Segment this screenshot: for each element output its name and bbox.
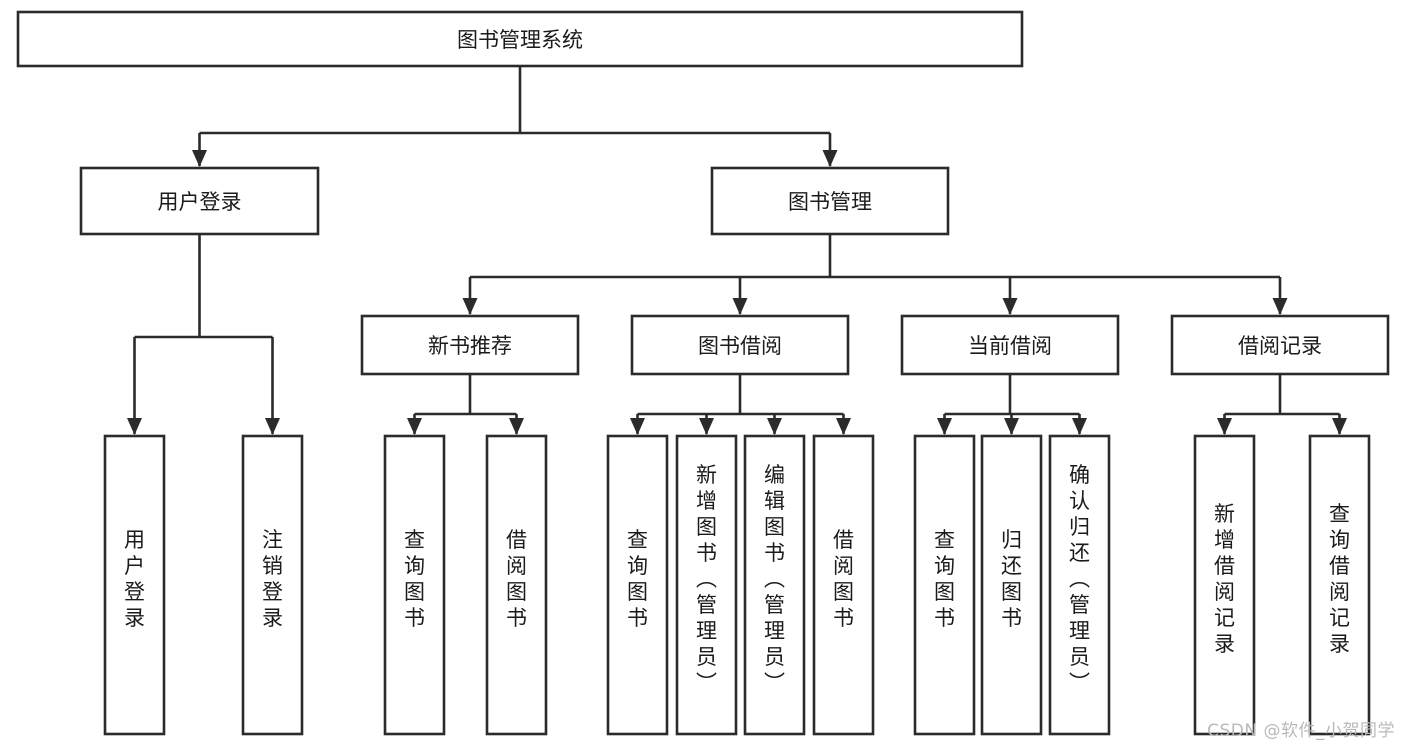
node-label: 查询图书 bbox=[934, 528, 955, 630]
leaf-node-leaf-query-book-borrow[interactable]: 查询图书 bbox=[606, 434, 669, 736]
leaf-node-leaf-logout[interactable]: 注销登录 bbox=[241, 434, 304, 736]
node-box bbox=[1193, 434, 1256, 736]
node-label: 编辑图书︵管理员︶ bbox=[764, 463, 785, 695]
node-label: 新书推荐 bbox=[428, 334, 512, 358]
arrow-head-icon bbox=[822, 150, 838, 167]
node-label: 图书借阅 bbox=[698, 334, 782, 358]
leaf-node-leaf-borrow-book-rec[interactable]: 借阅图书 bbox=[485, 434, 548, 736]
leaf-node-leaf-query-book-rec[interactable]: 查询图书 bbox=[383, 434, 446, 736]
diagram-nodes: 图书管理系统用户登录图书管理新书推荐图书借阅当前借阅借阅记录用户登录注销登录查询… bbox=[16, 10, 1390, 736]
node-box bbox=[103, 434, 166, 736]
node-box bbox=[606, 434, 669, 736]
node-box bbox=[485, 434, 548, 736]
node-box bbox=[812, 434, 875, 736]
branch-node-borrow-records[interactable]: 借阅记录 bbox=[1170, 314, 1390, 376]
arrow-head-icon bbox=[192, 150, 207, 167]
arrow-head-icon bbox=[462, 298, 478, 315]
arrow-head-icon bbox=[407, 418, 422, 435]
arrow-head-icon bbox=[1332, 418, 1347, 435]
node-label: 当前借阅 bbox=[968, 334, 1052, 358]
node-label: 用户登录 bbox=[124, 528, 145, 630]
branch-node-book-management[interactable]: 图书管理 bbox=[710, 166, 950, 236]
node-box bbox=[383, 434, 446, 736]
leaf-node-leaf-user-login[interactable]: 用户登录 bbox=[103, 434, 166, 736]
leaf-node-leaf-add-book-admin[interactable]: 新增图书︵管理员︶ bbox=[675, 434, 738, 736]
arrow-head-icon bbox=[937, 418, 952, 435]
node-label: 借阅图书 bbox=[833, 528, 854, 630]
arrow-head-icon bbox=[836, 418, 851, 435]
node-label: 借阅图书 bbox=[506, 528, 527, 630]
node-box bbox=[79, 166, 320, 236]
node-box bbox=[900, 314, 1120, 376]
arrow-head-icon bbox=[1002, 298, 1018, 315]
node-box bbox=[913, 434, 976, 736]
node-box bbox=[675, 434, 738, 736]
node-label: 注销登录 bbox=[262, 528, 283, 630]
arrow-head-icon bbox=[265, 418, 280, 435]
arrow-head-icon bbox=[1072, 418, 1087, 435]
node-box bbox=[16, 10, 1024, 68]
connector-links bbox=[127, 66, 1347, 435]
branch-node-current-borrow[interactable]: 当前借阅 bbox=[900, 314, 1120, 376]
leaf-node-leaf-query-book-current[interactable]: 查询图书 bbox=[913, 434, 976, 736]
watermark-label: CSDN @软件_小贺同学 bbox=[1207, 721, 1395, 741]
node-box bbox=[630, 314, 850, 376]
node-box bbox=[1308, 434, 1371, 736]
node-box bbox=[980, 434, 1043, 736]
arrow-head-icon bbox=[1272, 298, 1288, 315]
arrow-head-icon bbox=[732, 298, 748, 315]
branch-node-book-borrow[interactable]: 图书借阅 bbox=[630, 314, 850, 376]
node-label: 借阅记录 bbox=[1238, 334, 1322, 358]
arrow-head-icon bbox=[630, 418, 645, 435]
arrow-head-icon bbox=[767, 418, 782, 435]
node-label: 查询借阅记录 bbox=[1329, 502, 1350, 656]
node-box bbox=[241, 434, 304, 736]
node-label: 确认归还︵管理员︶ bbox=[1069, 463, 1090, 695]
branch-node-new-book-recommend[interactable]: 新书推荐 bbox=[360, 314, 580, 376]
root-node-root[interactable]: 图书管理系统 bbox=[16, 10, 1024, 68]
node-box bbox=[1048, 434, 1111, 736]
arrow-head-icon bbox=[699, 418, 714, 435]
node-box bbox=[743, 434, 806, 736]
node-box bbox=[710, 166, 950, 236]
node-label: 用户登录 bbox=[158, 190, 242, 214]
node-box bbox=[1170, 314, 1390, 376]
node-box bbox=[360, 314, 580, 376]
leaf-node-leaf-query-borrow-record[interactable]: 查询借阅记录 bbox=[1308, 434, 1371, 736]
arrow-head-icon bbox=[1004, 418, 1019, 435]
node-label: 归还图书 bbox=[1001, 528, 1022, 630]
leaf-node-leaf-add-borrow-record[interactable]: 新增借阅记录 bbox=[1193, 434, 1256, 736]
leaf-node-leaf-confirm-return-admin[interactable]: 确认归还︵管理员︶ bbox=[1048, 434, 1111, 736]
node-label: 查询图书 bbox=[627, 528, 648, 630]
node-label: 查询图书 bbox=[404, 528, 425, 630]
arrow-head-icon bbox=[509, 418, 524, 435]
arrow-head-icon bbox=[127, 418, 142, 435]
leaf-node-leaf-return-book[interactable]: 归还图书 bbox=[980, 434, 1043, 736]
arrow-head-icon bbox=[1217, 418, 1232, 435]
node-label: 图书管理 bbox=[788, 190, 872, 214]
leaf-node-leaf-borrow-book[interactable]: 借阅图书 bbox=[812, 434, 875, 736]
node-label: 新增图书︵管理员︶ bbox=[696, 463, 717, 695]
branch-node-user-login[interactable]: 用户登录 bbox=[79, 166, 320, 236]
node-label: 图书管理系统 bbox=[457, 28, 583, 52]
node-label: 新增借阅记录 bbox=[1214, 502, 1235, 656]
leaf-node-leaf-edit-book-admin[interactable]: 编辑图书︵管理员︶ bbox=[743, 434, 806, 736]
